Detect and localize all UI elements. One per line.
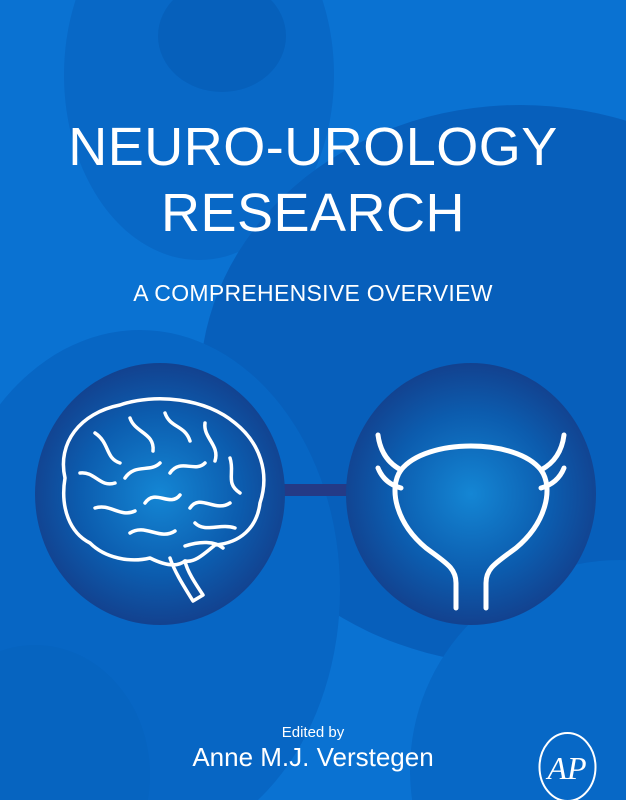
bladder-circle bbox=[346, 363, 596, 625]
bladder-icon bbox=[375, 432, 567, 611]
logo-text: AP bbox=[545, 750, 586, 786]
connector-bar bbox=[284, 484, 348, 496]
book-subtitle: A COMPREHENSIVE OVERVIEW bbox=[133, 280, 493, 306]
edited-by-label: Edited by bbox=[281, 724, 345, 741]
brain-icon bbox=[61, 397, 266, 603]
book-title-line2: RESEARCH bbox=[160, 183, 466, 243]
book-title-line1: NEURO-UROLOGY bbox=[68, 117, 558, 177]
academic-press-logo-icon: AP bbox=[538, 732, 597, 800]
brain-circle bbox=[35, 363, 285, 625]
editor-name: Anne M.J. Verstegen bbox=[192, 742, 434, 772]
background-shape bbox=[158, 0, 286, 92]
